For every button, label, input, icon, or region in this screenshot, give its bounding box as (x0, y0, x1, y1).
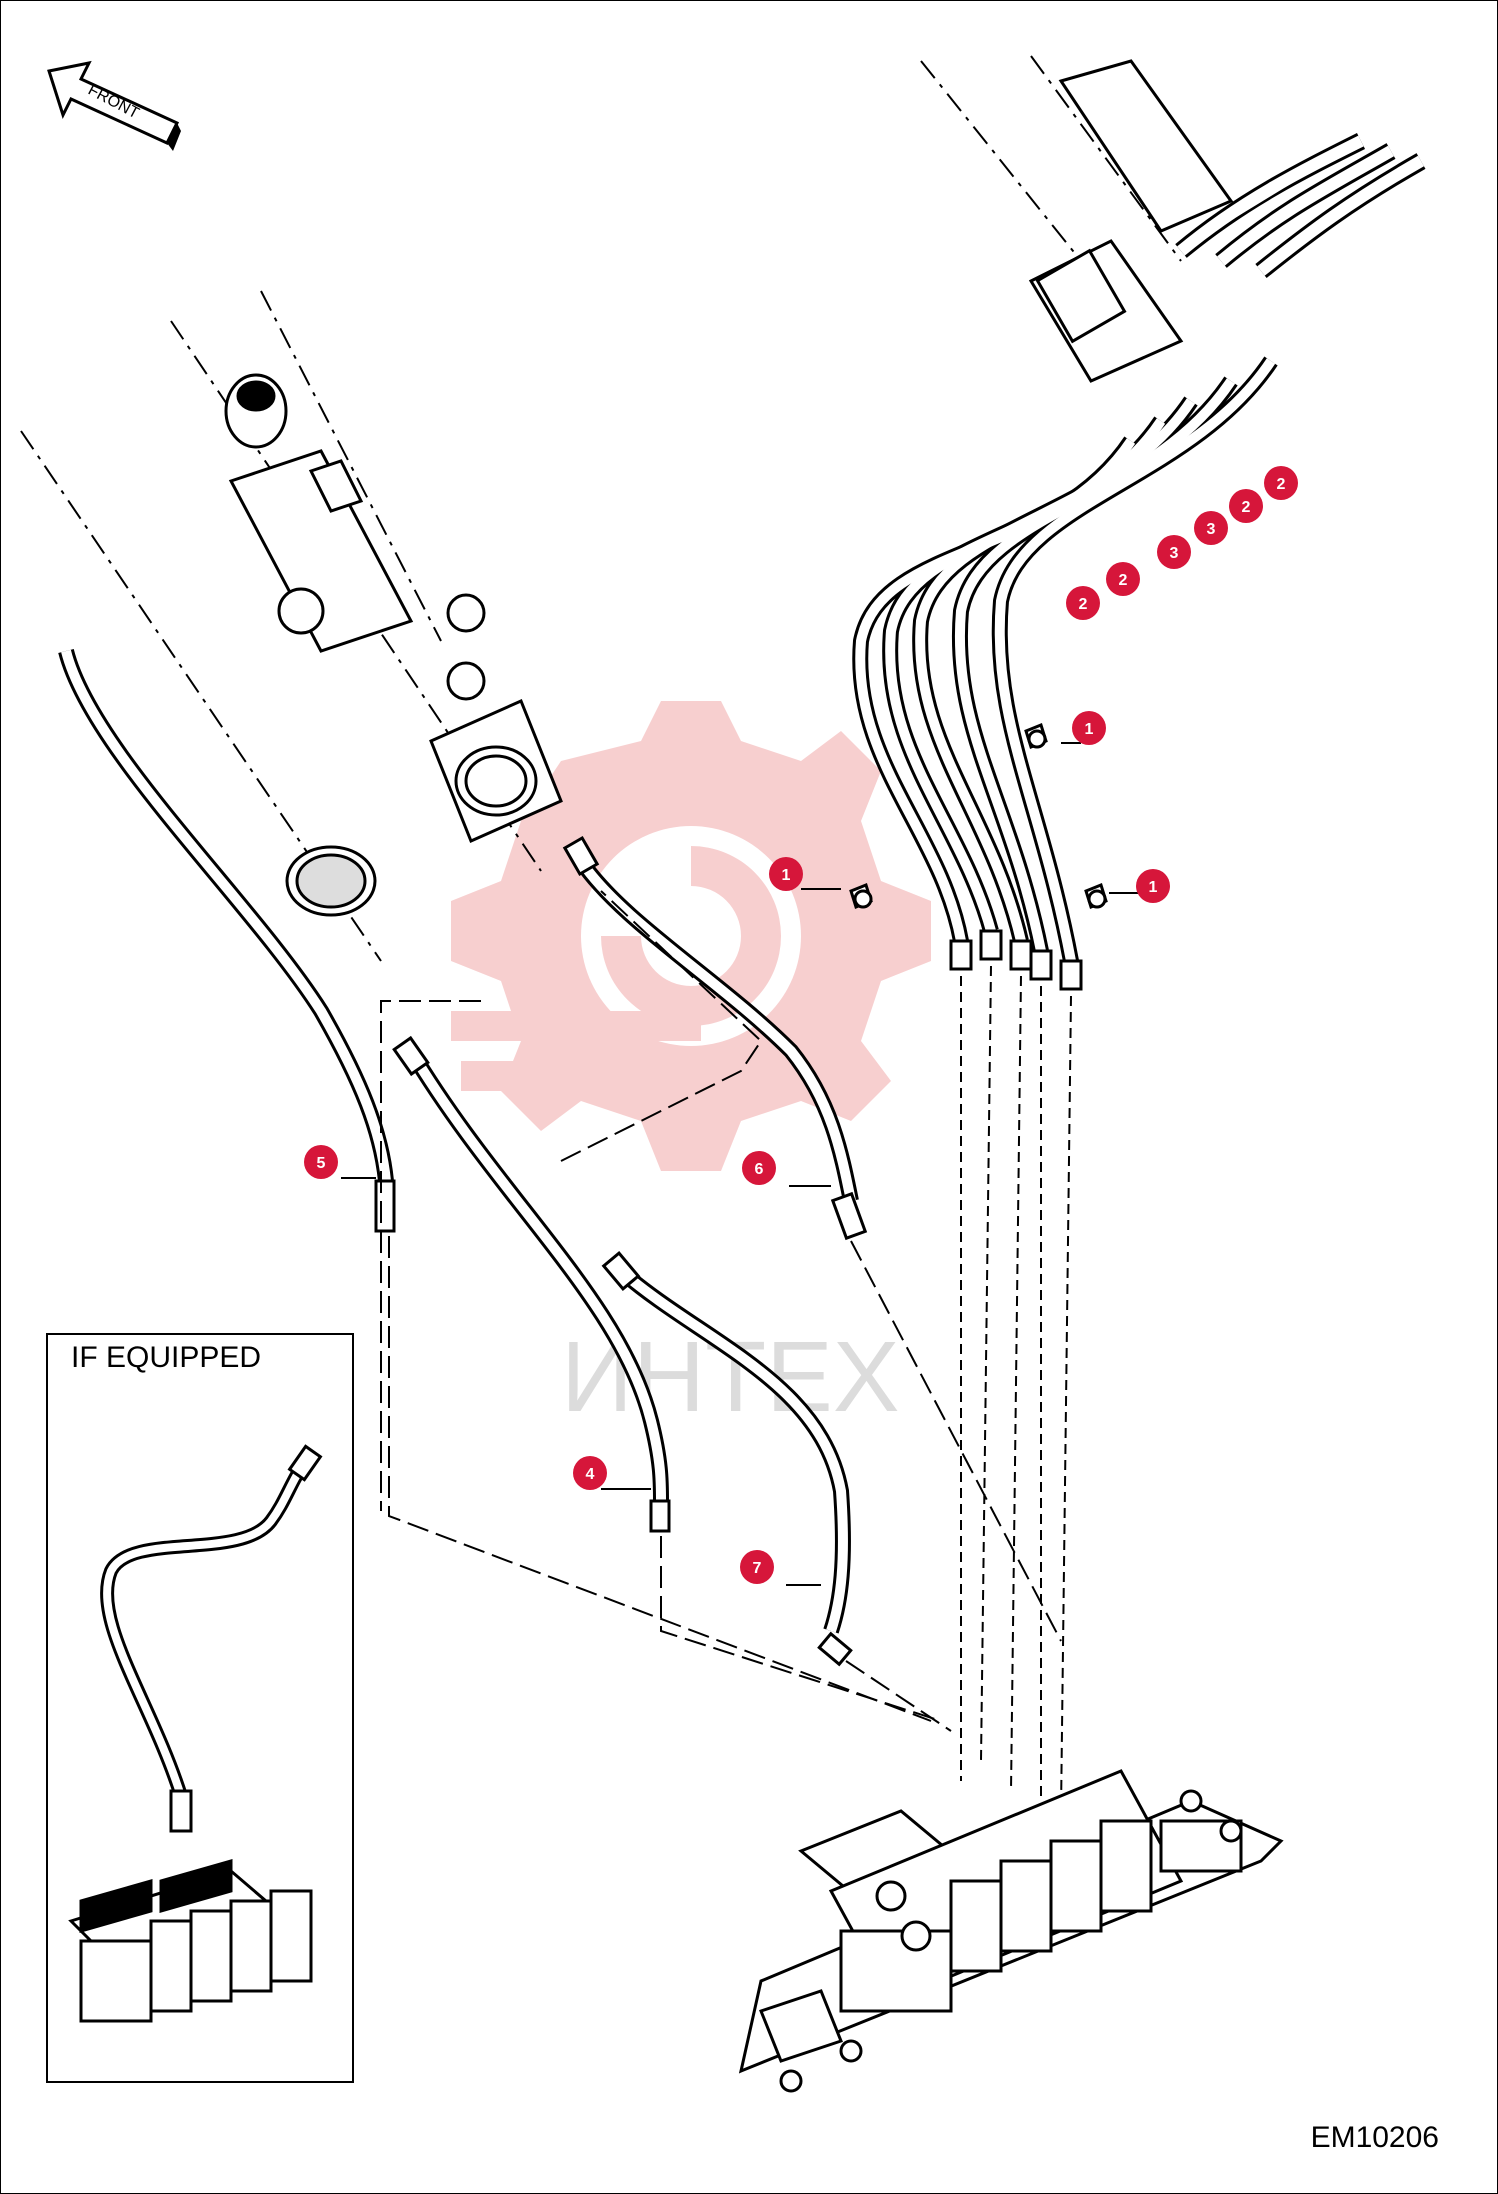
svg-text:3: 3 (1170, 545, 1179, 562)
callout-5: 5 (304, 1145, 338, 1179)
callouts: 2 2 3 3 2 2 1 1 1 5 6 4 7 3 (154, 466, 1298, 1584)
hose-6 (562, 835, 868, 1241)
callout-1a: 1 (1072, 711, 1106, 745)
drawing-id: EM10206 (1310, 2121, 1439, 2154)
svg-text:7: 7 (753, 1560, 762, 1577)
callout-2c: 2 (1106, 562, 1140, 596)
svg-text:2: 2 (1242, 499, 1251, 516)
callout-7: 7 (740, 1550, 774, 1584)
routing-dash-lines (380, 890, 1062, 1732)
callout-2b: 2 (1229, 489, 1263, 523)
svg-text:4: 4 (586, 1466, 595, 1483)
svg-text:2: 2 (1079, 596, 1088, 613)
svg-text:1: 1 (1149, 879, 1158, 896)
callout-6: 6 (742, 1151, 776, 1185)
inset-title: IF EQUIPPED (71, 1341, 262, 1374)
hose-4 (392, 1035, 671, 1533)
callout-2d: 2 (1066, 586, 1100, 620)
hose-7 (601, 1250, 853, 1667)
clamp-parts (849, 723, 1108, 909)
main-control-valve (738, 1769, 1284, 2093)
svg-text:5: 5 (317, 1155, 326, 1172)
boom-valve-block (224, 373, 563, 917)
callout-2a: 2 (1264, 466, 1298, 500)
callout-3b: 3 (1157, 535, 1191, 569)
bundle-dash-lines (960, 965, 1072, 1812)
upper-valve-manifold (1028, 59, 1426, 383)
callout-4: 4 (573, 1456, 607, 1490)
callout-1b: 1 (769, 857, 803, 891)
svg-text:1: 1 (782, 867, 791, 884)
front-arrow: FRONT (47, 60, 181, 151)
hose-bundle (852, 356, 1278, 991)
svg-text:3: 3 (1207, 521, 1216, 538)
svg-text:2: 2 (1119, 572, 1128, 589)
hose-5 (58, 648, 396, 1233)
if-equipped-inset (46, 1333, 354, 2083)
svg-text:1: 1 (1085, 721, 1094, 738)
watermark-logo (451, 701, 931, 1171)
callout-3a: 3 (1194, 511, 1228, 545)
svg-text:2: 2 (1277, 476, 1286, 493)
svg-text:6: 6 (755, 1161, 764, 1178)
callout-1c: 1 (1136, 869, 1170, 903)
